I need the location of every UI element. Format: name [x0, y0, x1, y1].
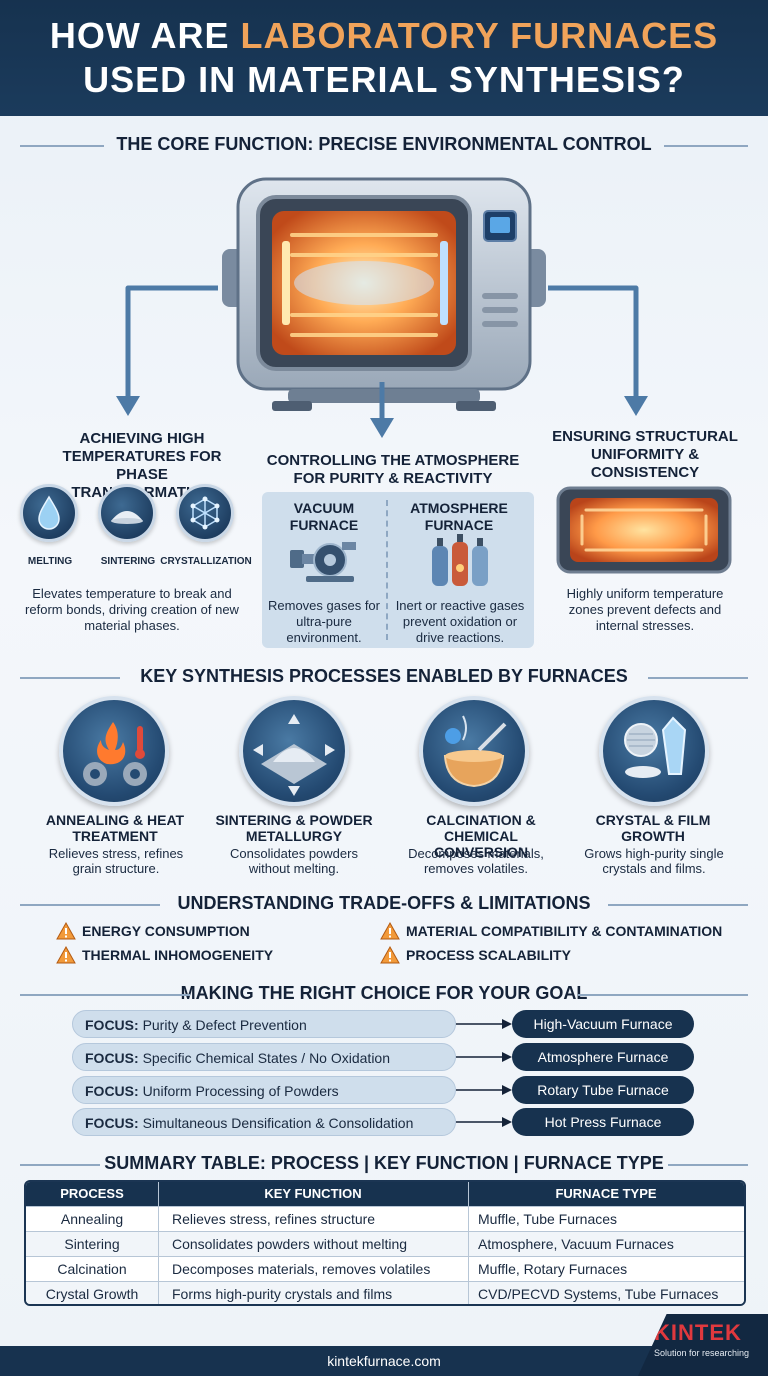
calcination-desc: Decomposes materials, removes volatiles. — [408, 846, 544, 876]
core-section-title: THE CORE FUNCTION: PRECISE ENVIRONMENTAL… — [20, 134, 748, 155]
annealing-title: ANNEALING & HEAT TREATMENT — [45, 812, 185, 844]
brand-name: KINTEK — [654, 1320, 742, 1345]
table-header: PROCESS KEY FUNCTION FURNACE TYPE — [26, 1182, 744, 1206]
title-accent: LABORATORY FURNACES — [240, 15, 719, 56]
uniformity-desc: Highly uniform temperature zones prevent… — [566, 586, 724, 633]
atmosphere-furnace-title: ATMOSPHERE FURNACE — [410, 500, 508, 533]
crystallization-circle — [176, 484, 234, 542]
arrow-right-icon — [456, 1052, 512, 1062]
crystal-lattice-icon — [190, 496, 220, 530]
tradeoff-energy: ENERGY CONSUMPTION — [56, 922, 250, 940]
sintering-circle — [98, 484, 156, 542]
vacuum-desc: Removes gases for ultra-pure environment… — [268, 598, 380, 645]
summary-table: PROCESS KEY FUNCTION FURNACE TYPE Anneal… — [24, 1180, 746, 1306]
title-line-2: USED IN MATERIAL SYNTHESIS? — [83, 59, 685, 100]
flame-gears-icon — [83, 722, 147, 786]
focus-densification: FOCUS: Simultaneous Densification & Cons… — [72, 1108, 456, 1136]
crystal-film-icon — [624, 716, 687, 778]
warning-icon — [380, 946, 400, 964]
sintering-label: SINTERING — [100, 556, 156, 567]
furnace-atmosphere: Atmosphere Furnace — [512, 1043, 694, 1071]
calcination-title: CALCINATION & CHEMICAL CONVERSION — [426, 812, 536, 860]
tradeoff-scalability: PROCESS SCALABILITY — [380, 946, 571, 964]
gas-cylinders-icon — [432, 534, 488, 586]
brand-logo: KINTEK Solution for researching — [638, 1314, 768, 1376]
high-temp-desc: Elevates temperature to break and reform… — [25, 586, 239, 633]
header-furnace-type: FURNACE TYPE — [555, 1186, 657, 1201]
atmosphere-panel — [262, 492, 534, 648]
warning-icon — [56, 922, 76, 940]
arrow-right-icon — [456, 1085, 512, 1095]
choice-section-title: MAKING THE RIGHT CHOICE FOR YOUR GOAL — [20, 983, 748, 1004]
sintering-process-title: SINTERING & POWDER METALLURGY — [215, 812, 373, 844]
connector-arrows — [116, 285, 648, 438]
crystal-growth-desc: Grows high-purity single crystals and fi… — [584, 846, 724, 876]
focus-purity: FOCUS: Purity & Defect Prevention — [72, 1010, 456, 1038]
crystallization-label: CRYSTALLIZATION — [160, 556, 252, 567]
furnace-hot-press: Hot Press Furnace — [512, 1108, 694, 1136]
header-key-function: KEY FUNCTION — [264, 1186, 362, 1201]
table-row: Annealing Relieves stress, refines struc… — [26, 1206, 744, 1231]
processes-section-title: KEY SYNTHESIS PROCESSES ENABLED BY FURNA… — [20, 666, 748, 687]
annealing-circle — [59, 696, 169, 806]
brand-tagline: Solution for researching — [654, 1348, 750, 1358]
crucible-icon — [443, 715, 507, 788]
arrow-right-icon — [456, 1019, 512, 1029]
heating-zone-icon — [556, 486, 732, 574]
crystal-growth-title: CRYSTAL & FILM GROWTH — [595, 812, 711, 844]
table-row: Crystal Growth Forms high-purity crystal… — [26, 1281, 744, 1304]
tradeoffs-section-title: UNDERSTANDING TRADE-OFFS & LIMITATIONS — [20, 893, 748, 914]
uniformity-title: ENSURING STRUCTURAL UNIFORMITY & CONSIST… — [552, 428, 738, 481]
furnace-high-vacuum: High-Vacuum Furnace — [512, 1010, 694, 1038]
vacuum-pump-icon — [290, 542, 356, 582]
furnace-rotary-tube: Rotary Tube Furnace — [512, 1076, 694, 1104]
melting-circle — [20, 484, 78, 542]
annealing-desc: Relieves stress, refines grain structure… — [48, 846, 184, 876]
header-banner: HOW ARE LABORATORY FURNACES USED IN MATE… — [0, 0, 768, 116]
powder-pile-icon — [111, 511, 143, 524]
vacuum-furnace-title: VACUUM FURNACE — [289, 500, 359, 533]
panel-divider — [386, 500, 388, 640]
focus-powders: FOCUS: Uniform Processing of Powders — [72, 1076, 456, 1104]
melting-label: MELTING — [27, 556, 73, 567]
arrow-right-icon — [456, 1117, 512, 1127]
tradeoff-thermal: THERMAL INHOMOGENEITY — [56, 946, 273, 964]
footer-url[interactable]: kintekfurnace.com — [327, 1353, 441, 1369]
sintering-process-desc: Consolidates powders without melting. — [230, 846, 358, 876]
table-row: Sintering Consolidates powders without m… — [26, 1231, 744, 1256]
warning-icon — [56, 946, 76, 964]
warning-icon — [380, 922, 400, 940]
tradeoff-compatibility: MATERIAL COMPATIBILITY & CONTAMINATION — [380, 922, 722, 940]
calcination-circle — [419, 696, 529, 806]
header-process: PROCESS — [60, 1186, 124, 1201]
compress-powder-icon — [253, 714, 335, 796]
table-row: Calcination Decomposes materials, remove… — [26, 1256, 744, 1281]
atmosphere-desc: Inert or reactive gases prevent oxidatio… — [395, 598, 525, 645]
summary-section-title: SUMMARY TABLE: PROCESS | KEY FUNCTION | … — [20, 1153, 748, 1174]
sintering-process-circle — [239, 696, 349, 806]
title-line-1: HOW ARE LABORATORY FURNACES — [49, 15, 719, 56]
furnace-illustration — [222, 177, 546, 411]
water-drop-icon — [38, 495, 60, 530]
crystal-growth-circle — [599, 696, 709, 806]
footer-bar: kintekfurnace.com — [0, 1346, 768, 1376]
atmosphere-title: CONTROLLING THE ATMOSPHERE FOR PURITY & … — [266, 452, 520, 487]
focus-chemical: FOCUS: Specific Chemical States / No Oxi… — [72, 1043, 456, 1071]
